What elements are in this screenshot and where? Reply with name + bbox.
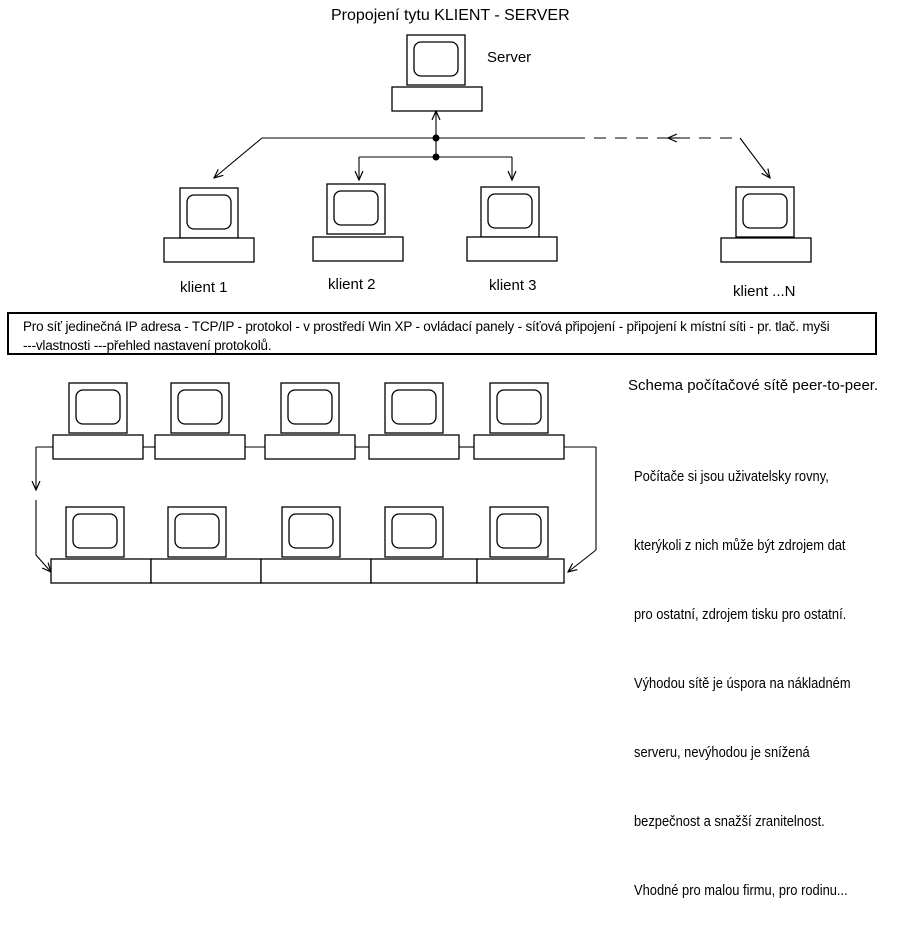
client-n-computer <box>720 186 812 263</box>
p2p-line-4: Výhodou sítě je úspora na nákladném <box>634 675 851 692</box>
client-3-computer <box>466 186 558 262</box>
client-1-label: klient 1 <box>180 279 228 296</box>
p2p-line-3: pro ostatní, zdrojem tisku pro ostatní. <box>634 606 847 623</box>
p2p-bottom-row <box>50 506 565 584</box>
client-3-label: klient 3 <box>489 277 537 294</box>
diagram-title: Propojení tytu KLIENT - SERVER <box>331 7 570 24</box>
p2p-line-7: Vhodné pro malou firmu, pro rodinu... <box>634 882 848 899</box>
ip-note-box: Pro síť jedinečná IP adresa - TCP/IP - p… <box>7 312 877 355</box>
client-2-computer <box>312 183 404 262</box>
client-server-links <box>214 111 770 180</box>
p2p-top-row <box>52 382 565 460</box>
server-computer <box>391 34 483 112</box>
note-line-1: Pro síť jedinečná IP adresa - TCP/IP - p… <box>23 319 830 334</box>
p2p-line-5: serveru, nevýhodou je snížená <box>634 744 810 761</box>
p2p-line-6: bezpečnost a snažší zranitelnost. <box>634 813 825 830</box>
client-2-label: klient 2 <box>328 276 376 293</box>
p2p-line-2: kterýkoli z nich může být zdrojem dat <box>634 537 846 554</box>
p2p-title: Schema počítačové sítě peer-to-peer. <box>628 377 878 394</box>
p2p-line-1: Počítače si jsou uživatelsky rovny, <box>634 468 829 485</box>
note-line-2: ---vlastnosti ---přehled nastavení proto… <box>23 338 272 353</box>
server-label: Server <box>487 49 531 66</box>
client-1-computer <box>163 187 255 263</box>
p2p-ring-links <box>36 446 597 572</box>
client-n-label: klient ...N <box>733 283 796 300</box>
p2p-description: Počítače si jsou uživatelsky rovny, kter… <box>634 419 851 925</box>
network-diagram: Propojení tytu KLIENT - SERVER Server kl… <box>0 7 878 584</box>
